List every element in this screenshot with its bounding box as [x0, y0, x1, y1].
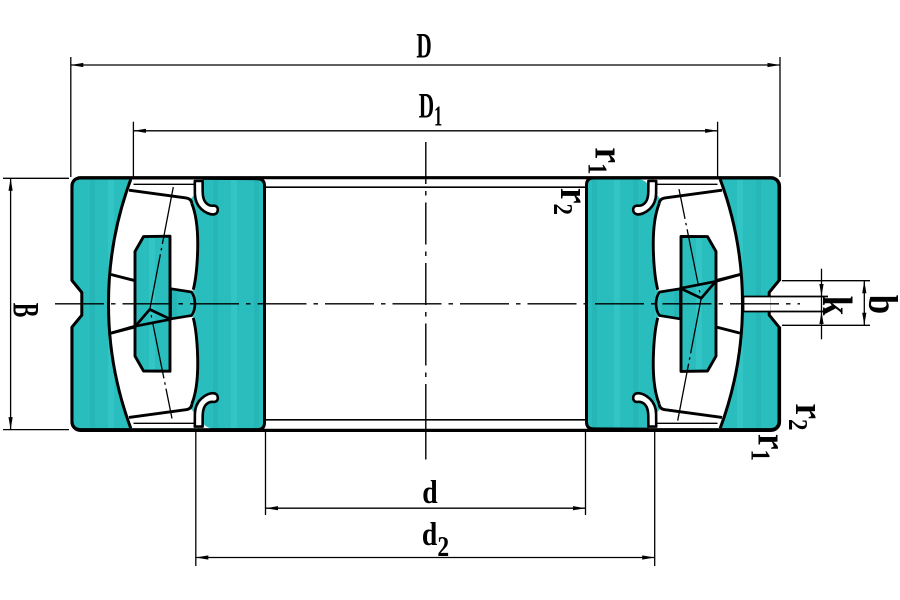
svg-text:D: D [416, 27, 431, 66]
svg-text:b: b [860, 295, 900, 314]
svg-text:B: B [5, 303, 46, 318]
svg-text:r1: r1 [745, 434, 794, 461]
svg-text:d: d [422, 474, 437, 511]
svg-text:k: k [813, 296, 859, 316]
